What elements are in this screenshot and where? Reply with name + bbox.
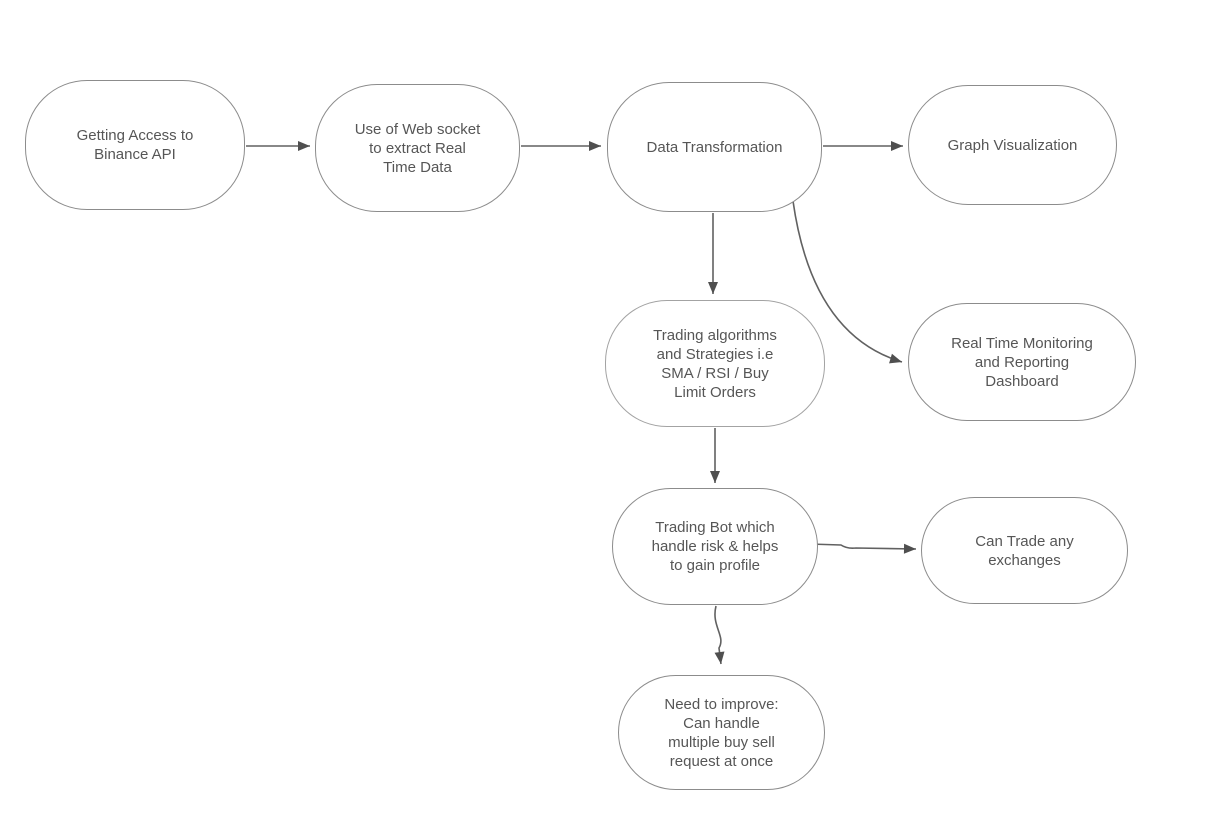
node-trading-algorithms-strategies: Trading algorithms and Strategies i.e SM… <box>605 300 825 427</box>
node-label: Need to improve: Can handle multiple buy… <box>664 695 779 770</box>
node-label: Trading Bot which handle risk & helps to… <box>651 519 779 574</box>
node-trading-bot-risk-profile: Trading Bot which handle risk & helps to… <box>612 488 818 605</box>
node-label: Trading algorithms and Strategies i.e SM… <box>653 326 777 401</box>
node-label: Use of Web socket to extract Real Time D… <box>354 120 481 176</box>
node-can-trade-any-exchanges: Can Trade any exchanges <box>921 497 1128 604</box>
node-data-transformation: Data Transformation <box>607 82 822 212</box>
node-label: Getting Access to Binance API <box>76 127 194 163</box>
node-label: Can Trade any exchanges <box>975 532 1074 569</box>
connector-bot-to-exchanges <box>808 543 917 554</box>
node-label: Data Transformation <box>646 138 783 156</box>
node-label: Graph Visualization <box>947 136 1078 154</box>
node-need-to-improve: Need to improve: Can handle multiple buy… <box>618 675 825 790</box>
node-label: Real Time Monitoring and Reporting Dashb… <box>951 334 1093 390</box>
node-graph-visualization: Graph Visualization <box>908 85 1117 205</box>
node-real-time-monitoring-dashboard: Real Time Monitoring and Reporting Dashb… <box>908 303 1136 421</box>
connector-bot-to-improve <box>714 605 725 665</box>
node-websocket-real-time-data: Use of Web socket to extract Real Time D… <box>315 84 520 212</box>
node-getting-access-binance-api: Getting Access to Binance API <box>25 80 245 210</box>
